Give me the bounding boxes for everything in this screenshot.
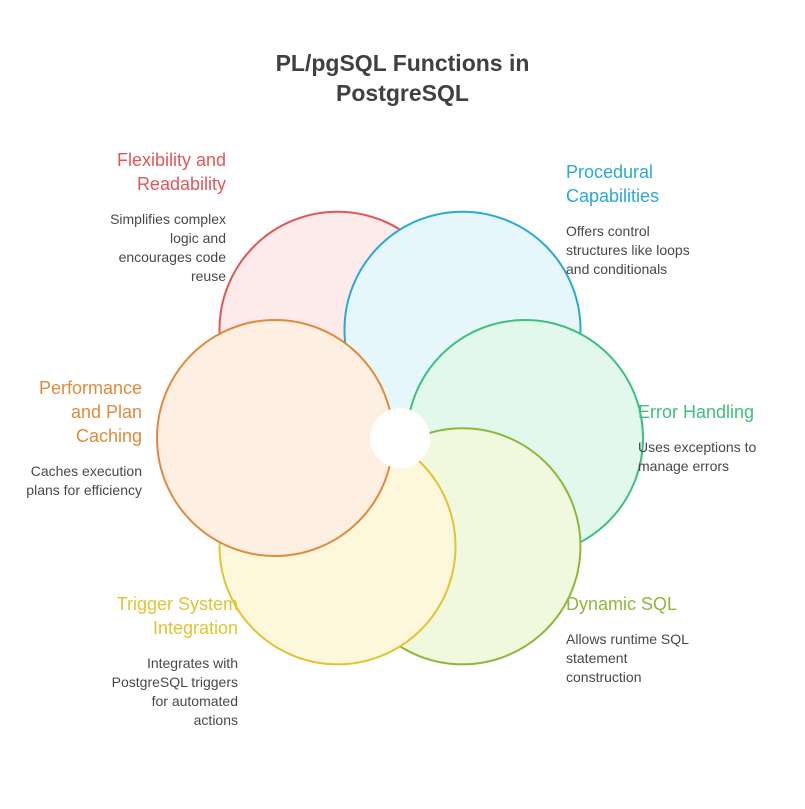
- desc-line: Integrates with: [146, 655, 238, 671]
- item-heading: Procedural Capabilities: [566, 160, 690, 208]
- desc-line: statement: [566, 650, 628, 666]
- desc-line: Simplifies complex: [110, 211, 226, 227]
- item-heading: Performance and Plan Caching: [26, 376, 142, 448]
- item-error-handling: Error Handling Uses exceptions to manage…: [638, 400, 756, 476]
- desc-line: PostgreSQL triggers: [111, 674, 238, 690]
- item-dynamic-sql: Dynamic SQL Allows runtime SQL statement…: [566, 592, 689, 687]
- item-description: Simplifies complex logic and encourages …: [110, 210, 226, 286]
- heading-line: Error Handling: [638, 402, 755, 422]
- desc-line: logic and: [169, 230, 226, 246]
- desc-line: Allows runtime SQL: [566, 631, 689, 647]
- item-heading: Dynamic SQL: [566, 592, 689, 616]
- petal-performance: [156, 319, 394, 557]
- desc-line: and conditionals: [566, 261, 668, 277]
- heading-line: Capabilities: [566, 186, 660, 206]
- item-description: Offers control structures like loops and…: [566, 222, 690, 279]
- item-procedural: Procedural Capabilities Offers control s…: [566, 160, 690, 279]
- item-trigger-system: Trigger System Integration Integrates wi…: [112, 592, 238, 730]
- heading-line: and Plan: [70, 402, 142, 422]
- desc-line: Caches execution: [30, 463, 142, 479]
- heading-line: Flexibility and: [116, 150, 226, 170]
- desc-line: for automated: [151, 693, 238, 709]
- item-heading: Error Handling: [638, 400, 756, 424]
- heading-line: Caching: [75, 426, 142, 446]
- desc-line: reuse: [190, 268, 226, 284]
- heading-line: Trigger System: [116, 594, 238, 614]
- heading-line: Dynamic SQL: [566, 594, 678, 614]
- desc-line: plans for efficiency: [26, 482, 142, 498]
- desc-line: Offers control: [566, 223, 650, 239]
- item-heading: Trigger System Integration: [112, 592, 238, 640]
- desc-line: construction: [566, 669, 642, 685]
- item-description: Uses exceptions to manage errors: [638, 438, 756, 476]
- diagram-title: PL/pgSQL Functions in PostgreSQL: [0, 48, 805, 108]
- heading-line: Readability: [136, 174, 226, 194]
- heading-line: Integration: [152, 618, 238, 638]
- desc-line: actions: [193, 712, 238, 728]
- title-line-2: PostgreSQL: [336, 80, 469, 106]
- center-hole: [370, 408, 430, 468]
- item-description: Allows runtime SQL statement constructio…: [566, 630, 689, 687]
- desc-line: encourages code: [118, 249, 226, 265]
- item-description: Caches execution plans for efficiency: [26, 462, 142, 500]
- desc-line: structures like loops: [566, 242, 690, 258]
- desc-line: Uses exceptions to: [638, 439, 757, 455]
- desc-line: manage errors: [638, 458, 730, 474]
- heading-line: Performance: [38, 378, 142, 398]
- item-flexibility: Flexibility and Readability Simplifies c…: [110, 148, 226, 286]
- title-line-1: PL/pgSQL Functions in: [275, 50, 530, 76]
- item-heading: Flexibility and Readability: [110, 148, 226, 196]
- item-performance: Performance and Plan Caching Caches exec…: [26, 376, 142, 500]
- item-description: Integrates with PostgreSQL triggers for …: [112, 654, 238, 730]
- heading-line: Procedural: [566, 162, 654, 182]
